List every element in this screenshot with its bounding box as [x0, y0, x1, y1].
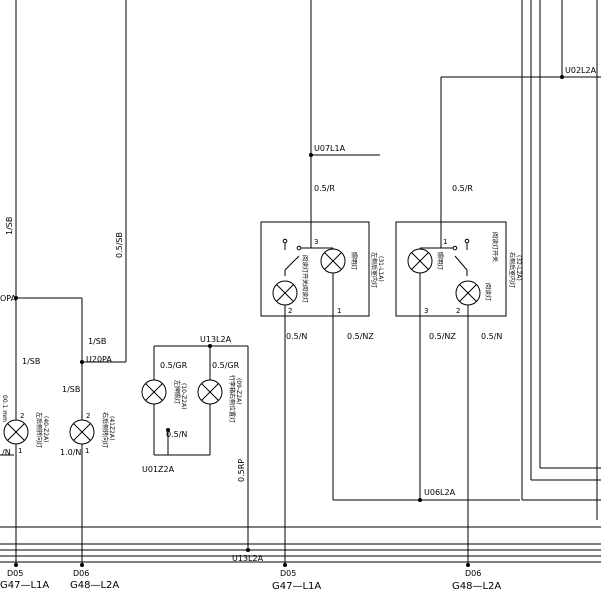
- wire-label-u13l2a-top: U13L2A: [200, 335, 232, 344]
- pin-d2: 2: [456, 307, 460, 315]
- wire-label-u20pa: U20PA: [86, 355, 112, 364]
- pin-c2: 2: [288, 307, 292, 315]
- ground-4-name: G48—L2A: [452, 581, 501, 592]
- right-cable-bundle: [440, 0, 601, 520]
- wire-label-r2: 0.5/R: [452, 184, 473, 193]
- wire-label-n2: 0.5/N: [481, 332, 502, 341]
- wire-label-opa: OPA: [0, 294, 17, 303]
- pin-d1: 1: [443, 238, 447, 246]
- wire-label-1sb-top: 1/SB: [5, 217, 14, 235]
- wire-label-u13l2a-bot: U13L2A: [232, 554, 264, 563]
- room-lamp-2-internals: [419, 222, 470, 316]
- box2-name: 右侧后室内灯: [508, 252, 516, 288]
- room-lamp-2-light-icon: [407, 248, 433, 274]
- box2-code: (32-L2A): [515, 255, 522, 281]
- lamp-c-name: 左牌照灯: [173, 380, 181, 404]
- wire-label-n-left: /N: [2, 448, 11, 457]
- wire-label-nz2: 0.5/NZ: [429, 332, 456, 341]
- ground-3-code: D05: [280, 569, 296, 578]
- box2-lbl-lamp2: 阅读灯: [484, 283, 492, 301]
- box2-lbl-lamp1: 照明灯: [436, 252, 444, 270]
- lamp-c-code: (10-Z2A): [180, 383, 187, 410]
- lamp-a-code: (40-Z2A): [42, 416, 49, 443]
- pin-d3: 3: [424, 307, 428, 315]
- wire-label-u06l2a: U06L2A: [424, 488, 456, 497]
- box1-lbl-lamp1: 照明灯: [350, 252, 358, 270]
- pin-b2: 2: [86, 412, 90, 420]
- license-lamp-wires: [153, 344, 250, 552]
- box1-code: (31-L1A): [377, 256, 384, 282]
- left-edge-text: 00.1 mm: [1, 395, 8, 422]
- wire-label-nz1: 0.5/NZ: [347, 332, 374, 341]
- pin-c3: 3: [314, 238, 318, 246]
- wire-label-1sb-c: 1/SB: [88, 337, 106, 346]
- room-lamp-1-light-icon: [320, 248, 346, 274]
- wire-label-r1: 0.5/R: [314, 184, 335, 193]
- wire-label-05rp: 0.5RP: [237, 459, 246, 482]
- lamp-b-name: 右后侧转向灯: [101, 412, 109, 448]
- room-lamp-1-reading-lamp-icon: [272, 280, 298, 306]
- ground-2-code: D06: [73, 569, 89, 578]
- lamp-d-icon: [197, 379, 223, 405]
- wire-label-gr2: 0.5/GR: [212, 361, 240, 370]
- wire-label-05sb: 0.5/SB: [115, 232, 124, 258]
- left-wires: [0, 0, 127, 567]
- pin-b1: 1: [85, 447, 89, 455]
- lamp-a-icon: [3, 419, 29, 445]
- ground-1-name: G47—L1A: [0, 580, 49, 591]
- ground-1-code: D05: [7, 569, 23, 578]
- box1-name: 左侧后室内灯: [370, 252, 378, 288]
- lamp-d-name: 行李箱右侧位置灯: [228, 375, 236, 423]
- lamp-b-code: (41Z2A): [108, 416, 115, 440]
- lamp-c-icon: [141, 379, 167, 405]
- wire-label-1sb-d: 1/SB: [62, 385, 80, 394]
- lamp-a-name: 左后侧转向灯: [35, 412, 43, 448]
- wire-label-n1: 0.5/N: [286, 332, 307, 341]
- ground-2-name: G48—L2A: [70, 580, 119, 591]
- wire-label-n-mid: 0.5/N: [166, 430, 187, 439]
- pin-a2: 2: [20, 412, 24, 420]
- room-lamp-2-reading-lamp-icon: [455, 280, 481, 306]
- box1-lbl-switch: 阅读灯开关: [301, 255, 309, 285]
- lamp-d-code: (09-Z2A): [235, 378, 242, 405]
- box1-lbl-lamp2: 阅读灯: [301, 285, 309, 303]
- wire-label-u07l1a: U07L1A: [314, 144, 346, 153]
- pin-a1: 1: [18, 447, 22, 455]
- pin-c1b: 1: [337, 307, 341, 315]
- wire-label-u01z2a: U01Z2A: [142, 465, 175, 474]
- wire-label-1sb-mid: 1/SB: [22, 357, 40, 366]
- room-lamp-1-wires: [283, 0, 520, 567]
- wire-label-gr1: 0.5/GR: [160, 361, 188, 370]
- lamp-b-icon: [69, 419, 95, 445]
- box2-lbl-switch: 阅读灯开关: [491, 232, 499, 262]
- ground-bus: [0, 526, 601, 563]
- room-lamp-2-wires: [418, 77, 470, 567]
- wire-label-u02l2a: U02L2A: [565, 66, 597, 75]
- ground-4-code: D06: [465, 569, 481, 578]
- wire-label-10n: 1.0/N: [60, 448, 81, 457]
- ground-3-name: G47—L1A: [272, 581, 321, 592]
